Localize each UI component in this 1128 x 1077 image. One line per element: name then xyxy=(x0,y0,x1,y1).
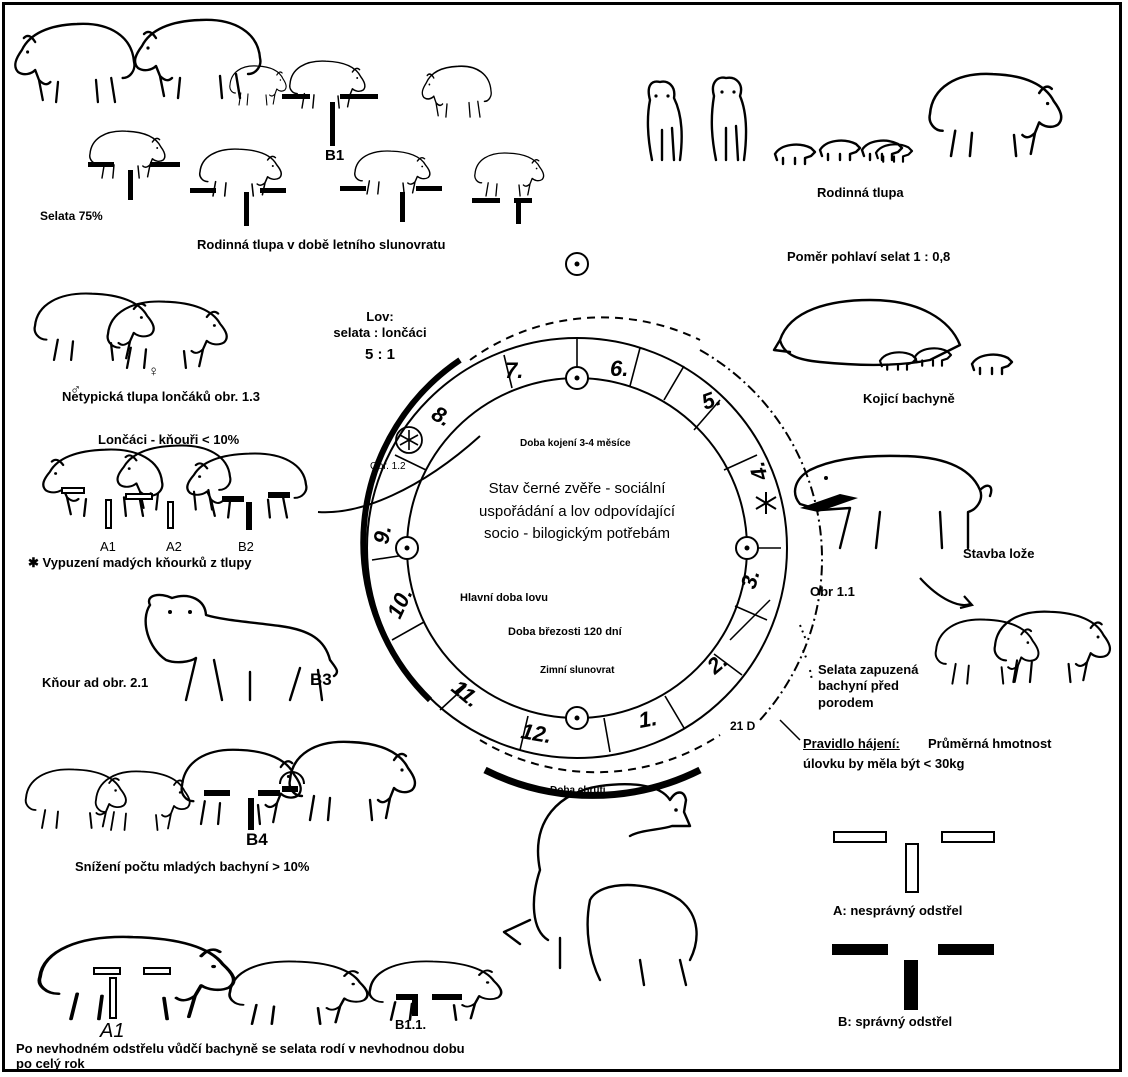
label-obr11: Obr 1.1 xyxy=(810,585,855,600)
label-young-sows: Snížení počtu mladých bachyní > 10% xyxy=(75,860,309,875)
sun-marker-bottom xyxy=(566,707,588,729)
legend-wrong-shot xyxy=(834,832,994,892)
label-nursing-sow: Kojicí bachyně xyxy=(863,392,955,407)
label-expulsion: Vypuzení madých kňourků z tlupy xyxy=(43,555,252,570)
month-label-1: 1. xyxy=(637,705,659,733)
label-boar-ad: Kňour ad obr. 2.1 xyxy=(42,676,148,691)
sun-symbol xyxy=(566,253,588,275)
label-family-solstice: Rodinná tlupa v době letního slunovratu xyxy=(197,238,445,253)
label-family-group: Rodinná tlupa xyxy=(817,186,904,201)
label-gestation: Doba březosti 120 dní xyxy=(508,626,622,639)
caption-bottom-1: Po nevhodném odstřelu vůdčí bachyně se s… xyxy=(16,1042,465,1057)
month-label-11: 11. xyxy=(447,675,485,713)
label-rule-text-2: úlovku by měla být < 30kg xyxy=(803,757,964,772)
month-label-7: 7. xyxy=(505,358,523,383)
cycle-center-line-2: uspořádání a lov odpovídající xyxy=(447,501,707,524)
month-label-12: 12. xyxy=(519,718,553,748)
month-label-3: 3. xyxy=(736,567,765,591)
pig-group-expelled xyxy=(936,612,1110,684)
asterisk-symbol xyxy=(756,492,776,514)
label-expulsion-row: ✱ Vypuzení madých kňourků z tlupy xyxy=(28,556,252,571)
cycle-center-title: Stav černé zvěře - sociální uspořádání a… xyxy=(447,478,707,546)
sun-marker-left xyxy=(396,537,418,559)
label-hunt-ratio-label: selata : lončáci xyxy=(320,326,440,341)
female-symbol: ♀ xyxy=(148,363,159,380)
label-b4: B4 xyxy=(246,830,268,850)
label-rut: Doba chrutí xyxy=(550,785,606,797)
label-bed-building: Stavba lože xyxy=(963,547,1035,562)
pig-group-top-left xyxy=(15,20,543,196)
label-hunt-title: Lov: xyxy=(330,310,430,325)
pig-group-loncaci xyxy=(43,445,306,530)
legend-right-shot xyxy=(832,944,994,1010)
label-b11: B1.1. xyxy=(395,1018,426,1033)
label-sex-ratio: Poměr pohlaví selat 1 : 0,8 xyxy=(787,250,950,265)
sun-marker-top xyxy=(566,367,588,389)
pig-group-young-sows xyxy=(26,742,415,830)
month-label-9: 9. xyxy=(368,523,396,545)
label-a2: A2 xyxy=(166,540,182,555)
label-selata-pct: Selata 75% xyxy=(40,210,103,224)
label-main-hunt: Hlavní doba lovu xyxy=(460,592,548,605)
cycle-center-line-3: socio - bilogickým potřebám xyxy=(447,523,707,546)
label-rule: Pravidlo hájení: xyxy=(803,737,900,752)
caption-bottom-2: po celý rok xyxy=(16,1057,85,1072)
month-label-4: 4. xyxy=(744,459,773,484)
label-lactation: Doba kojení 3-4 měsíce xyxy=(520,438,631,450)
pig-nursing-sow xyxy=(774,300,1012,374)
pig-group-top-right xyxy=(648,74,1061,164)
gestation-dashed-arc xyxy=(480,735,720,772)
month-label-8: 8. xyxy=(428,401,456,432)
label-a1: A1 xyxy=(100,540,116,555)
label-piglets-expelled: Selata zapuzená bachyní před porodem xyxy=(818,662,926,711)
pig-group-atypical: ♂ ♀ xyxy=(35,294,227,398)
label-b3: B3 xyxy=(310,670,332,690)
pig-boar-bed xyxy=(795,456,991,548)
label-right-shot: B: správný odstřel xyxy=(838,1015,952,1030)
arrow-bed-to-piglets xyxy=(920,578,970,605)
label-obr12: Obr. 1.2 xyxy=(370,461,406,473)
asterisk-circle-obr12 xyxy=(396,427,422,453)
pig-group-bottom xyxy=(39,937,501,1024)
asterisk-icon: ✱ xyxy=(28,555,43,570)
month-label-2: 2. xyxy=(701,648,732,680)
month-label-5: 5. xyxy=(698,385,724,415)
label-winter-solstice: Zimní slunovrat xyxy=(540,665,614,677)
label-b1: B1 xyxy=(325,147,344,164)
pig-group-mating xyxy=(504,784,697,985)
label-wrong-shot: A: nesprávný odstřel xyxy=(833,904,962,919)
label-rule-text-1: Průměrná hmotnost xyxy=(928,737,1052,752)
cycle-center-line-1: Stav černé zvěře - sociální xyxy=(447,478,707,501)
sun-marker-right xyxy=(736,537,758,559)
label-hunt-ratio: 5 : 1 xyxy=(330,346,430,363)
month-label-6: 6. xyxy=(610,356,628,381)
label-a1-bottom: A1 xyxy=(100,1020,124,1043)
label-loncaci-limit: Lončáci - kňouři < 10% xyxy=(98,433,239,448)
pig-boar-ad xyxy=(146,595,337,700)
label-21d: 21 D xyxy=(730,720,755,734)
label-b2: B2 xyxy=(238,540,254,555)
label-atypical-group: Netypická tlupa lončáků obr. 1.3 xyxy=(62,390,260,405)
